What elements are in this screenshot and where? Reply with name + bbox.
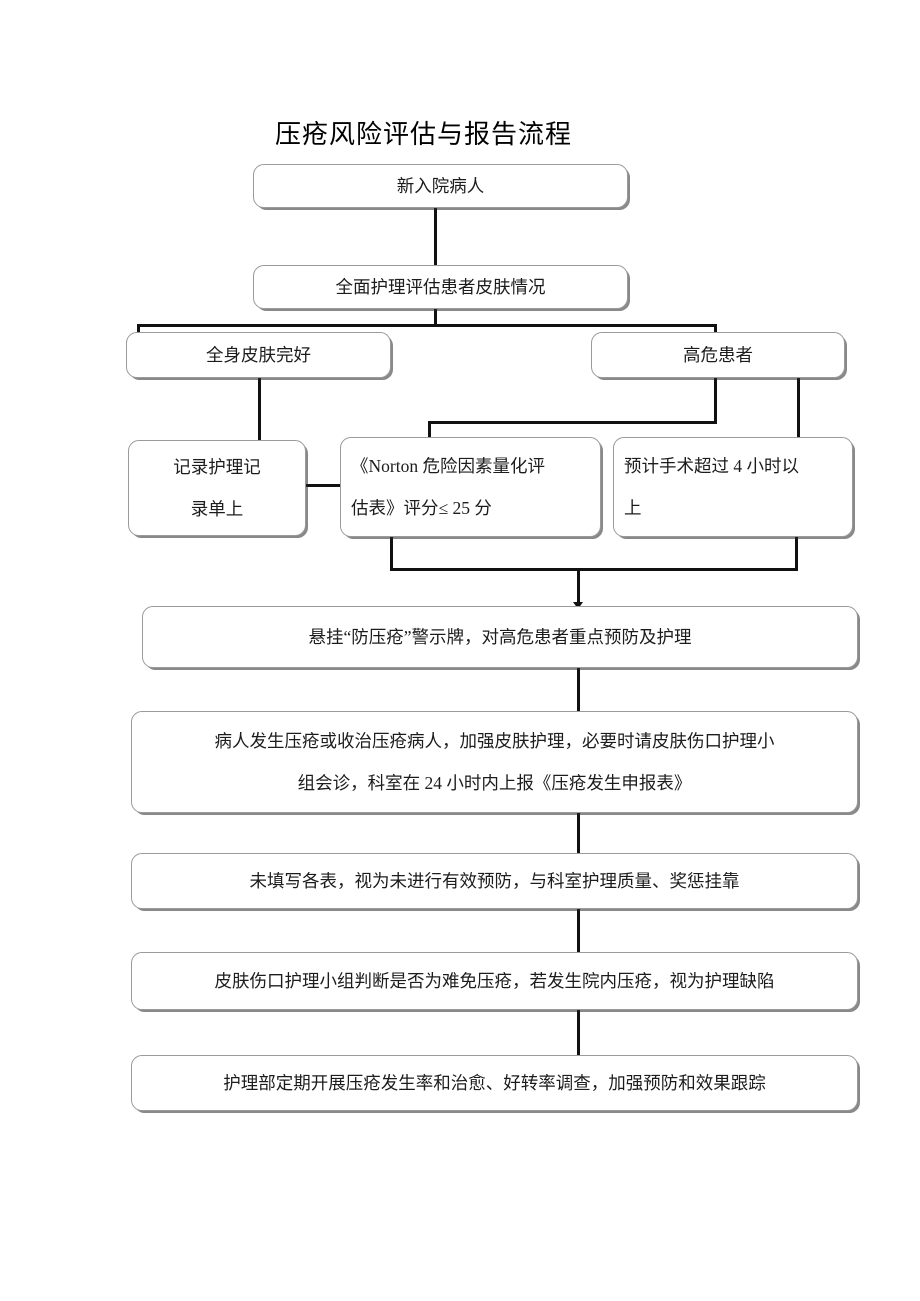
edge-n5-n6 xyxy=(303,484,346,487)
node-nursing-dept-survey[interactable]: 护理部定期开展压疮发生率和治愈、好转率调查，加强预防和效果跟踪 xyxy=(131,1055,858,1111)
node-warning-sign[interactable]: 悬挂“防压疮”警示牌，对高危患者重点预防及护理 xyxy=(142,606,858,668)
edge-n4-n7 xyxy=(797,376,800,443)
edge-n7-down xyxy=(795,535,798,571)
edge-n11-n12 xyxy=(577,1009,580,1055)
edge-n8-n9 xyxy=(577,667,580,712)
node-label: 皮肤伤口护理小组判断是否为难免压疮，若发生院内压疮，视为护理缺陷 xyxy=(214,971,775,991)
node-label: 全身皮肤完好 xyxy=(206,345,311,365)
node-norton-score[interactable]: 《Norton 危险因素量化评 估表》评分≤ 25 分 xyxy=(340,437,601,537)
edge-n1-n2 xyxy=(434,206,437,268)
edge-n9-n10 xyxy=(577,812,580,854)
edge-n10-n11 xyxy=(577,908,580,952)
edge-bus-horizontal-top xyxy=(137,324,717,327)
node-label: 记录护理记 录单上 xyxy=(173,457,261,519)
node-label: 病人发生压疮或收治压疮病人，加强皮肤护理，必要时请皮肤伤口护理小 组会诊，科室在… xyxy=(214,731,775,793)
edge-n6-down xyxy=(390,535,393,571)
edge-merge-horizontal xyxy=(390,568,798,571)
node-report-pressure-ulcer[interactable]: 病人发生压疮或收治压疮病人，加强皮肤护理，必要时请皮肤伤口护理小 组会诊，科室在… xyxy=(131,711,858,813)
node-skin-intact[interactable]: 全身皮肤完好 xyxy=(126,332,391,378)
node-label: 《Norton 危险因素量化评 估表》评分≤ 25 分 xyxy=(351,456,545,518)
edge-merge-to-n8 xyxy=(577,568,580,606)
node-label: 护理部定期开展压疮发生率和治愈、好转率调查，加强预防和效果跟踪 xyxy=(223,1073,766,1093)
node-wound-group-judgement[interactable]: 皮肤伤口护理小组判断是否为难免压疮，若发生院内压疮，视为护理缺陷 xyxy=(131,952,858,1010)
node-label: 新入院病人 xyxy=(396,176,485,196)
page-title: 压疮风险评估与报告流程 xyxy=(275,120,573,149)
edge-n4-to-n6-drop xyxy=(428,421,431,443)
node-label: 高危患者 xyxy=(683,345,753,365)
edge-n4-to-n6-horizontal xyxy=(428,421,717,424)
node-label: 悬挂“防压疮”警示牌，对高危患者重点预防及护理 xyxy=(308,627,692,647)
node-unfilled-forms-penalty[interactable]: 未填写各表，视为未进行有效预防，与科室护理质量、奖惩挂靠 xyxy=(131,853,858,909)
node-label: 未填写各表，视为未进行有效预防，与科室护理质量、奖惩挂靠 xyxy=(249,871,740,891)
edge-n3-n5 xyxy=(258,376,261,442)
node-label: 预计手术超过 4 小时以 上 xyxy=(624,456,799,518)
node-record-on-nursing-sheet[interactable]: 记录护理记 录单上 xyxy=(128,440,306,536)
node-high-risk-patient[interactable]: 高危患者 xyxy=(591,332,845,378)
node-new-admission[interactable]: 新入院病人 xyxy=(253,164,628,208)
edge-n2-bus xyxy=(434,306,437,326)
edge-n4-down-left xyxy=(714,376,717,424)
arrow-to-n8 xyxy=(573,602,583,609)
node-label: 全面护理评估患者皮肤情况 xyxy=(335,277,546,297)
node-surgery-over-4-hours[interactable]: 预计手术超过 4 小时以 上 xyxy=(613,437,853,537)
node-full-skin-assessment[interactable]: 全面护理评估患者皮肤情况 xyxy=(253,265,628,309)
